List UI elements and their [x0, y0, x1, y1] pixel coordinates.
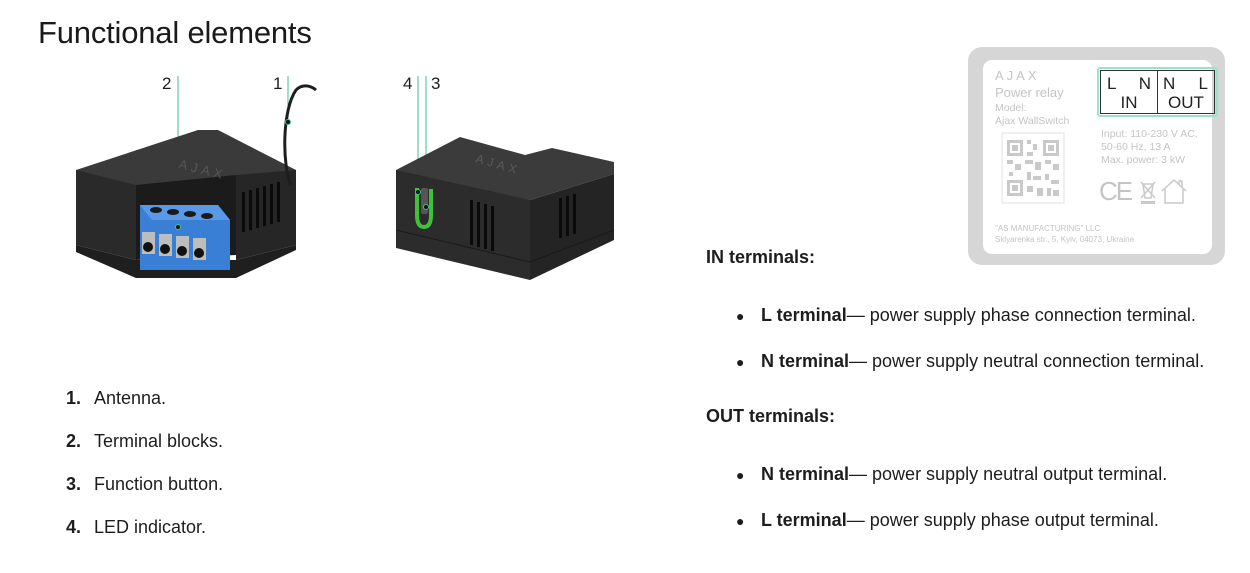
- function-button: [421, 188, 428, 214]
- label-spec: Max. power: 3 kW: [1101, 154, 1186, 166]
- label-model-caption: Model:: [995, 102, 1027, 114]
- bullet-icon: ●: [736, 354, 745, 370]
- in-terminals-heading: IN terminals:: [706, 247, 816, 267]
- terminal-in: L N IN: [1107, 74, 1151, 112]
- bullet-icon: ●: [736, 308, 745, 324]
- list-item: ● L terminal — power supply phase connec…: [736, 305, 1196, 325]
- ce-mark-icon: CE: [1099, 176, 1133, 206]
- list-item: 4.LED indicator.: [66, 517, 207, 537]
- terminal-diagram: L N IN N L OUT: [1097, 67, 1218, 117]
- label-address: Sklyarenka str., 5, Kyiv, 04073, Ukraine: [995, 235, 1135, 244]
- weee-bin-icon: [1140, 181, 1156, 204]
- label-spec: Input: 110-230 V AC,: [1101, 128, 1198, 140]
- terminal-out: N L OUT: [1157, 71, 1214, 113]
- bullet-icon: ●: [736, 513, 745, 529]
- label-manufacturer: "AS MANUFACTURING" LLC: [995, 224, 1101, 233]
- page-title: Functional elements: [38, 15, 312, 50]
- out-terminals-list: ● N terminal — power supply neutral outp…: [736, 464, 1167, 556]
- device-left-face: [76, 170, 136, 260]
- label-product: Power relay: [995, 85, 1064, 100]
- callout-dot-3: [423, 204, 429, 210]
- indoor-house-icon: [1161, 178, 1187, 204]
- list-item: ● N terminal — power supply neutral outp…: [736, 464, 1168, 484]
- callout-1: 1: [273, 74, 283, 93]
- callout-dot-4: [415, 189, 421, 195]
- list-item: ● N terminal — power supply neutral conn…: [736, 351, 1205, 371]
- list-item: 2.Terminal blocks.: [66, 431, 224, 451]
- list-item: 1.Antenna.: [66, 388, 167, 408]
- product-label: AJAX Power relay Model: Ajax WallSwitch …: [983, 60, 1218, 254]
- callout-dot-1: [285, 119, 291, 125]
- in-terminals-list: ● L terminal — power supply phase connec…: [736, 305, 1204, 397]
- bullet-icon: ●: [736, 467, 745, 483]
- list-item: 3.Function button.: [66, 474, 224, 494]
- callout-dot-2: [175, 224, 181, 230]
- device-back-illustration: AJAX: [395, 76, 615, 280]
- list-item: ● L terminal — power supply phase output…: [736, 510, 1159, 530]
- out-terminals-heading: OUT terminals:: [706, 406, 836, 426]
- product-label-card: AJAX Power relay Model: Ajax WallSwitch …: [968, 47, 1225, 265]
- label-brand: AJAX: [995, 68, 1040, 83]
- qr-code-icon: [1001, 132, 1065, 204]
- callout-2: 2: [162, 74, 172, 93]
- functional-elements-list: 1.Antenna. 2.Terminal blocks. 3.Function…: [66, 388, 223, 560]
- terminal-sockets: [142, 232, 206, 260]
- antenna: [283, 84, 317, 186]
- led-indicator: [415, 188, 433, 230]
- callout-4: 4: [403, 74, 413, 93]
- callout-3: 3: [431, 74, 441, 93]
- label-model: Ajax WallSwitch: [995, 115, 1070, 127]
- device-front-illustration: AJAX: [76, 76, 317, 278]
- label-spec: 50-60 Hz, 13 A: [1101, 141, 1171, 153]
